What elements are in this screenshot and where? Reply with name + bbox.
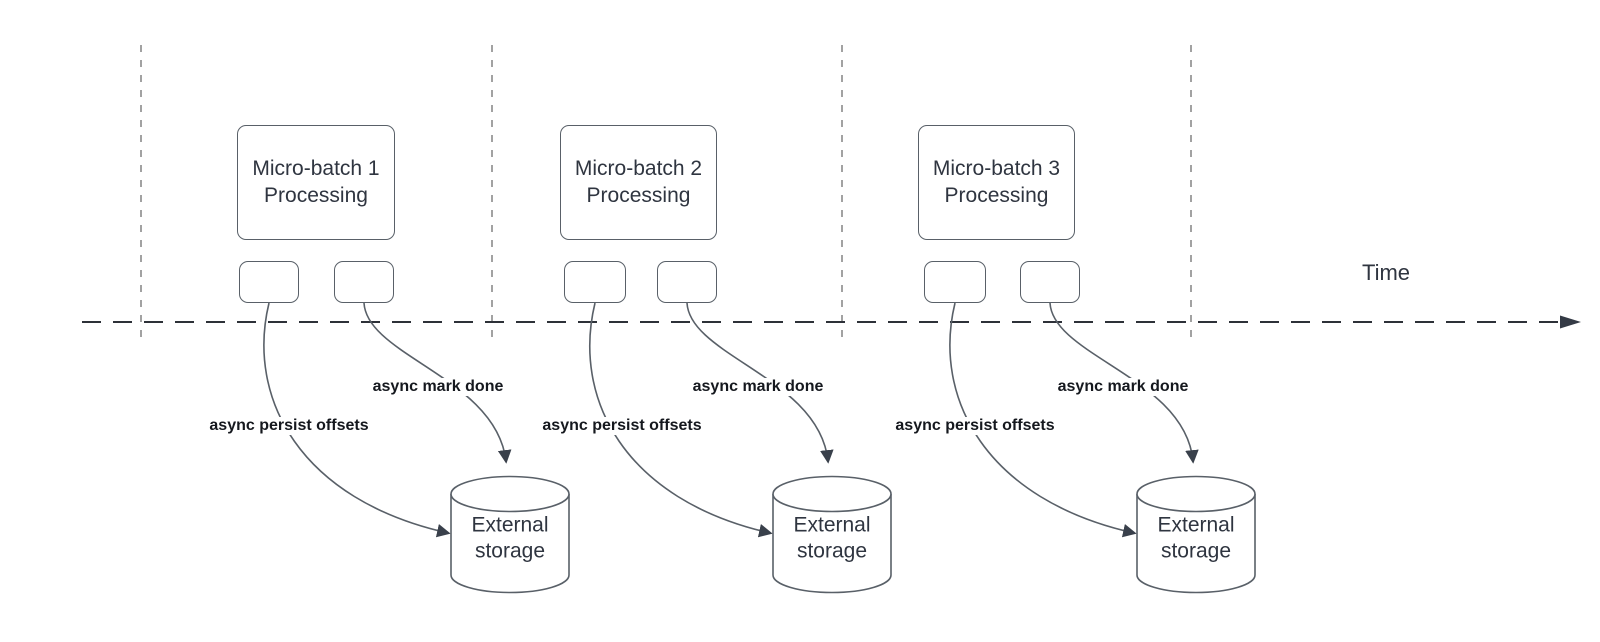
microbatch-2-processing-node: Micro-batch 2 Processing: [560, 125, 717, 240]
microbatch-3-label-line1: Micro-batch 3: [932, 157, 1061, 181]
microbatch-3-label-line2: Processing: [944, 183, 1049, 207]
batch-3-storage-label-line1: External: [1157, 513, 1235, 537]
batch-2-mark-done-arrow: [686, 302, 834, 464]
batch-2-done-task-node: [657, 261, 717, 303]
microbatch-3-processing-node: Micro-batch 3 Processing: [918, 125, 1075, 240]
batch-2-persist-offsets-arrow: [588, 302, 773, 538]
microbatch-2-label-line2: Processing: [586, 183, 691, 207]
batch-3-persist-offsets-arrow: [949, 302, 1137, 538]
batch-3-storage-label: External storage: [1157, 512, 1234, 563]
batch-2-mark-done-label: async mark done: [689, 378, 827, 396]
batch-2-storage-label: External storage: [793, 512, 870, 563]
batch-1-persist-task-node: [239, 261, 299, 303]
batch-1-mark-done-label: async mark done: [369, 378, 507, 396]
batch-2-persist-offsets-label: async persist offsets: [539, 417, 705, 435]
batch-3-mark-done-label: async mark done: [1054, 378, 1192, 396]
microbatch-1-label-line1: Micro-batch 1: [252, 157, 380, 181]
batch-2-storage-label-line2: storage: [796, 539, 868, 562]
batch-1-storage-label: External storage: [471, 512, 548, 563]
batch-3-persist-offsets-label: async persist offsets: [892, 417, 1058, 435]
batch-1-done-task-node: [334, 261, 394, 303]
microbatch-2-label-line1: Micro-batch 2: [574, 157, 703, 181]
batch-2-storage-label-line1: External: [793, 513, 871, 537]
microbatch-1-label-line2: Processing: [264, 183, 368, 207]
batch-2-persist-task-node: [564, 261, 626, 303]
batch-1-storage-label-line2: storage: [474, 539, 546, 562]
batch-1-storage-cylinder: [450, 475, 570, 594]
batch-1-mark-done-arrow: [363, 302, 512, 464]
batch-3-done-task-node: [1020, 261, 1080, 303]
batch-3-mark-done-arrow: [1049, 302, 1199, 464]
batch-3-storage-label-line2: storage: [1160, 539, 1232, 562]
batch-3-storage-cylinder: [1136, 475, 1256, 594]
batch-1-storage-label-line1: External: [471, 513, 549, 537]
time-axis-arrowhead-icon: [1560, 315, 1581, 329]
batch-1-persist-offsets-arrow: [263, 302, 451, 538]
time-label: Time: [1361, 260, 1411, 285]
batch-1-persist-offsets-label: async persist offsets: [206, 417, 372, 435]
microbatch-1-processing-node: Micro-batch 1 Processing: [237, 125, 395, 240]
batch-2-storage-cylinder: [772, 475, 892, 594]
batch-3-persist-task-node: [924, 261, 986, 303]
